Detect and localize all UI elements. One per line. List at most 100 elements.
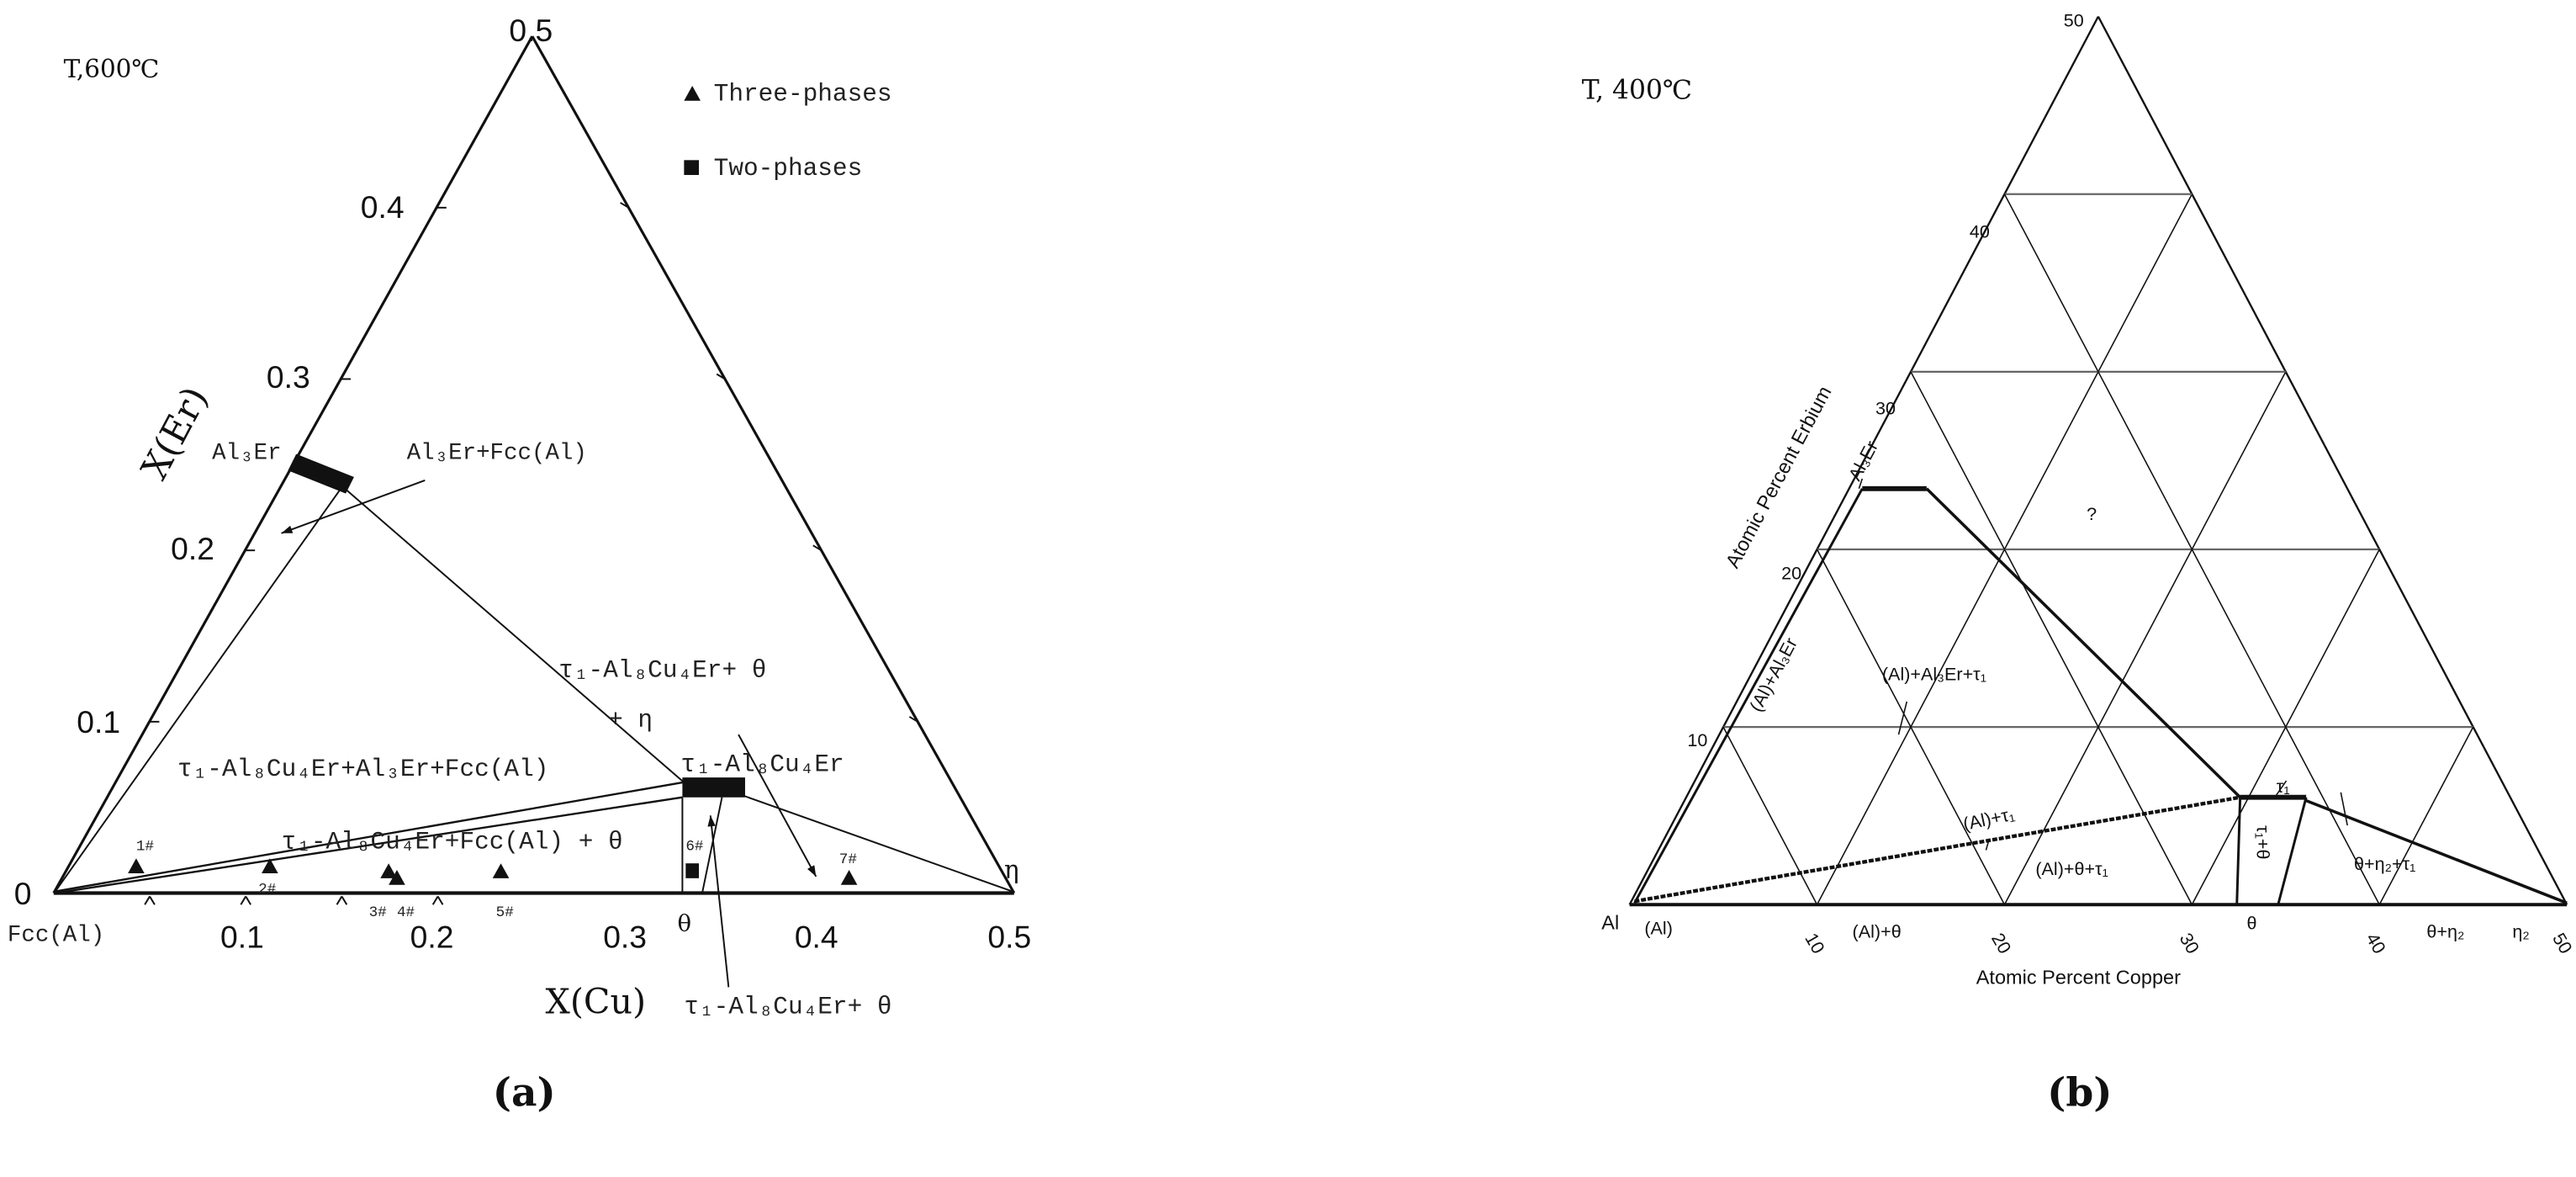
leader-line [1985,838,1991,851]
grid-line-cu-left [2003,371,2287,905]
panel-a-ternary-diagram: T,600℃ Three-phases Two-phases 0 0.1 0.2… [8,13,1031,1116]
tau1-theta-eta-arrow [738,734,817,877]
triangle-marker [492,863,510,878]
al-tau1-region-label: (Al)+τ₁ [1961,803,2017,835]
cu-tick-20: 20 [1987,929,2016,957]
al-al3er-tie-line [1633,488,1864,904]
sample-label: 3# [369,904,388,921]
cu-tick-mark [144,895,151,905]
tau1-theta-region-label: τ₁+θ [2252,825,2273,859]
theta-right-boundary [701,797,723,893]
axis-title-x-cu: X(Cu) [546,982,647,1022]
al-phase-label: (Al) [1644,918,1673,939]
al-theta-tau1-region-label: (Al)+θ+τ₁ [2035,858,2108,879]
tau1-eta-tie-line [743,794,1013,893]
eta2-label: η₂ [2512,920,2529,941]
right-edge-tick-mark [620,202,629,209]
tau1-theta-arrow-head [707,815,716,827]
tau1-theta-eta-region-label-2: + η [608,705,653,734]
sample-6: 6# [685,838,704,878]
axis-title-x-er: X(Er) [134,380,217,486]
sample-label: 1# [136,838,155,855]
er-tick-0.3: 0.3 [267,359,310,395]
cu-tick-0.1: 0.1 [220,919,264,954]
er-tick-50: 50 [2064,9,2084,30]
right-edge-tick-mark [716,373,726,380]
cu-tick-mark [431,895,439,905]
tau1-theta-eta-region-label: τ₁-Al₈Cu₄Er+ θ [558,655,766,684]
panel-a-temperature: T,600℃ [64,55,160,83]
cu-tick-0.3: 0.3 [603,919,647,954]
triangle-marker [380,863,397,878]
sample-5: 5# [492,863,515,921]
cu-tick-50: 50 [2548,929,2576,957]
al3er-label: Al₃Er [212,440,281,466]
caption-a: (a) [493,1070,556,1116]
right-edge-tick-mark [812,544,823,552]
al-corner-label: Al [1601,912,1619,934]
sample-2: 2# [258,858,278,899]
al3er-fcc-arrow [281,480,426,534]
al-al3er-region-label: (Al)+Al₃Er [1745,634,1801,715]
right-edge-tick-mark [908,716,918,723]
grid-line-cu-right [1816,549,2006,905]
cu-tick-mark [245,895,251,905]
sample-1: 1# [128,838,155,873]
tau1-label: τ₁ [2277,776,2290,797]
triangle-left-edge [1628,16,2099,905]
theta-right-boundary [2277,797,2308,905]
axis-title-atomic-percent-copper: Atomic Percent Copper [1976,966,2181,988]
caption-b: (b) [2047,1070,2112,1116]
sample-label: 5# [496,904,515,921]
er-tick-20: 20 [1781,563,1801,584]
legend-two-phases: Two-phases [714,154,863,183]
eta-label: η [1004,856,1019,884]
legend: Three-phases Two-phases [684,80,892,183]
triangle-right-edge [531,35,1016,894]
cu-tick-10: 10 [1801,929,1829,957]
triangle-marker [128,858,145,873]
cu-tick-30: 30 [2176,929,2204,957]
tau1-fcc-theta-region-label: τ₁-Al₈Cu₄Er+Fcc(Al) + θ [282,828,623,856]
sample-4: 4# [389,870,415,921]
square-marker [685,863,700,878]
sample-7: 7# [839,851,857,885]
er-tick-0.4: 0.4 [361,189,405,225]
leader-line [1858,478,1864,490]
cu-tick-40: 40 [2362,929,2390,957]
legend-square-marker [684,160,700,175]
er-tick-10: 10 [1687,729,1707,750]
theta-left-boundary [2235,797,2242,905]
er-tick-0.1: 0.1 [77,704,120,740]
cu-tick-mark [240,895,247,905]
cu-tick-mark [436,895,444,905]
al3er-fcc-arrow-head [281,525,294,533]
panel-b-ternary-diagram: T, 400℃ 50 40 30 20 10 10 20 30 40 50 At… [1582,9,2576,1116]
tau1-al3er-fcc-region-label: τ₁-Al₈Cu₄Er+Al₃Er+Fcc(Al) [177,755,548,783]
grid-line-cu-right [1910,371,2193,905]
al3er-tau1-tie-line [338,483,685,783]
grid-line-cu-right [2003,194,2380,905]
al-theta-region-label: (Al)+θ [1853,920,1902,941]
al-al3er-tau1-region-label: (Al)+Al₃Er+τ₁ [1882,663,1986,684]
tau1-eta2-tie-line [2305,798,2568,904]
tau1-label: τ₁-Al₈Cu₄Er [680,750,844,778]
tau1-phase-box [682,777,745,798]
theta-label: θ [678,911,692,937]
theta-eta2-region-label: θ+η₂ [2426,920,2464,941]
cu-tick-0.5: 0.5 [987,919,1031,954]
sample-label: 4# [397,904,415,921]
cu-tick-mark [341,895,348,905]
leader-line [1897,701,1908,735]
al3er-label: Al₃Er [1844,437,1882,484]
legend-three-phases: Three-phases [714,80,892,109]
triangle-marker [389,870,405,885]
er-tick-40: 40 [1970,221,1990,242]
er-tick-0.5: 0.5 [509,13,553,48]
fcc-al3er-tie-line [54,488,342,893]
grid-line-cu-right [1722,726,1818,905]
theta-label: θ [2246,913,2256,934]
axis-title-atomic-percent-erbium: Atomic Percent Erbium [1722,383,1836,572]
al3er-tau1-tie-line [1925,487,2241,798]
